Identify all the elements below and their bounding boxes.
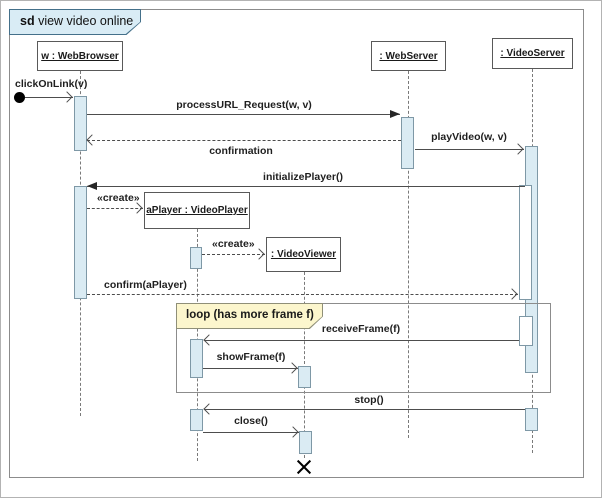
message-label-close: close() <box>234 415 268 427</box>
message-label-processurl: processURL_Request(w, v) <box>176 99 312 111</box>
activation-aplayer-create <box>190 247 202 269</box>
activation-aplayer-stop <box>190 409 203 431</box>
diagram-title-keyword: sd <box>20 14 35 28</box>
message-label-initializeplayer: initializePlayer() <box>263 171 343 183</box>
message-label-confirm-aplayer: confirm(aPlayer) <box>104 279 187 291</box>
activation-aplayer-receive <box>190 339 203 378</box>
diagram-title-name: view video online <box>34 14 134 28</box>
message-label-receiveframe: receiveFrame(f) <box>321 323 401 335</box>
message-line-confirm-aplayer <box>87 294 518 295</box>
lifeline-head-webbrowser: w : WebBrowser <box>37 41 123 71</box>
message-label-stop: stop() <box>354 394 384 406</box>
message-line-close <box>203 432 299 433</box>
message-label-create-aplayer: «create» <box>97 192 140 204</box>
diagram-title: sd view video online <box>20 9 133 34</box>
message-line-stop <box>204 409 525 410</box>
message-label-showframe: showFrame(f) <box>216 351 286 363</box>
lifeline-head-videoserver: : VideoServer <box>492 38 573 69</box>
activation-videoviewer-show <box>298 366 311 388</box>
message-line-create-videoviewer <box>202 254 265 255</box>
activation-webbrowser-2 <box>74 186 87 299</box>
lifeline-head-webserver: : WebServer <box>371 41 446 71</box>
destroy-x-icon <box>295 458 313 476</box>
lifeline-webserver <box>408 71 409 438</box>
diagram-title-tab: sd view video online <box>9 9 141 35</box>
message-label-confirmation: confirmation <box>209 145 273 157</box>
message-line-initializeplayer <box>87 186 525 187</box>
activation-videoviewer-close <box>299 431 312 454</box>
message-line-clickonlink <box>25 97 73 98</box>
message-label-playvideo: playVideo(w, v) <box>431 131 507 143</box>
message-line-create-aplayer <box>87 208 143 209</box>
message-line-showframe <box>203 368 298 369</box>
diagram-title-tab-fill <box>10 10 140 34</box>
message-line-confirmation <box>87 140 401 141</box>
activation-webserver <box>401 117 414 169</box>
arrowhead-processurl-icon <box>390 110 400 118</box>
activation-webbrowser-1 <box>74 96 87 151</box>
loop-operator-fill <box>177 304 322 328</box>
found-message-dot <box>14 92 25 103</box>
message-label-clickonlink: clickOnLink(v) <box>15 78 88 90</box>
activation-videoserver-loop <box>519 316 533 346</box>
message-line-playvideo <box>415 149 524 150</box>
lifeline-head-videoviewer: : VideoViewer <box>266 237 341 272</box>
message-label-create-videoviewer: «create» <box>212 238 255 250</box>
message-line-receiveframe <box>204 340 519 341</box>
loop-fragment-frame <box>176 303 551 393</box>
activation-videoserver-stop <box>525 408 538 431</box>
message-line-processurl <box>87 114 400 115</box>
loop-operator-tab: loop (has more frame f) <box>176 303 323 329</box>
lifeline-videoviewer <box>304 272 305 458</box>
activation-videoserver-nested <box>519 185 532 300</box>
lifeline-head-aplayer: aPlayer : VideoPlayer <box>144 192 250 229</box>
arrowhead-initializeplayer-icon <box>87 182 97 190</box>
loop-operator-label: loop (has more frame f) <box>186 309 314 321</box>
